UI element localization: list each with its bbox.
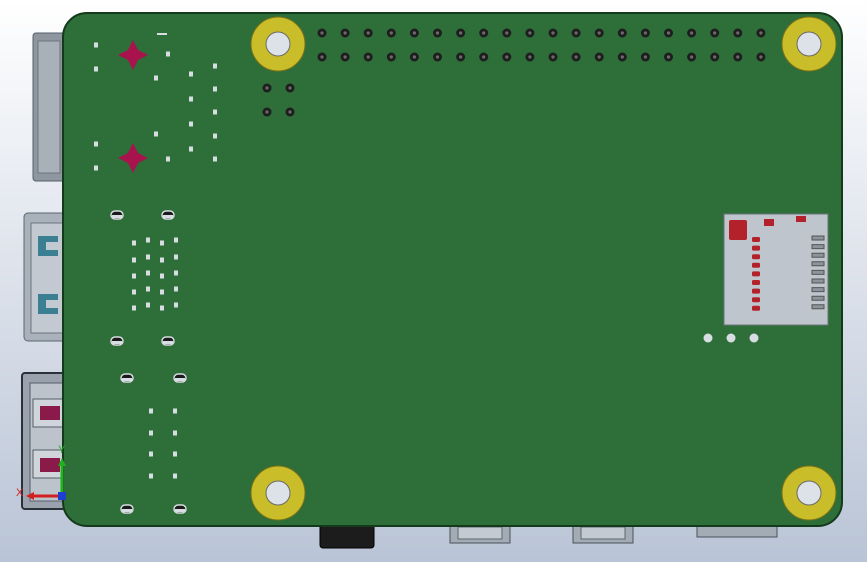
smd-pad xyxy=(94,165,98,171)
smd-pad xyxy=(174,254,178,260)
smd-pad xyxy=(160,240,164,246)
smd-pad xyxy=(94,66,98,72)
smd-pad xyxy=(189,96,193,102)
coordinate-triad: X Y xyxy=(16,444,66,500)
smd-pad xyxy=(132,257,136,263)
smd-pad xyxy=(173,430,177,436)
left-connectors xyxy=(21,32,67,510)
sd-contact xyxy=(752,237,760,242)
smd-pad xyxy=(160,305,164,311)
smd-pad xyxy=(213,133,217,139)
smd-pad xyxy=(166,51,170,57)
ethernet-insert-upper xyxy=(40,406,60,420)
mounting-holes xyxy=(250,16,837,521)
sd-card-slot xyxy=(723,213,829,326)
pcb-board xyxy=(62,12,843,527)
smd-pad xyxy=(154,75,158,81)
sd-contact xyxy=(752,280,760,285)
smd-pad xyxy=(149,430,153,436)
sd-contact xyxy=(752,271,760,277)
ethernet-insert-lower xyxy=(40,458,60,472)
smd-pad xyxy=(213,156,217,162)
smd-pad xyxy=(213,86,217,92)
sd-contact xyxy=(752,297,760,303)
smd-pad xyxy=(160,289,164,295)
smd-pad xyxy=(160,257,164,263)
smd-pad xyxy=(174,302,178,308)
smd-pad xyxy=(94,42,98,48)
triad-y-label: Y xyxy=(58,444,66,456)
smd-pad xyxy=(149,408,153,414)
smd-pad xyxy=(132,305,136,311)
small-header xyxy=(262,83,295,117)
smd-pad xyxy=(173,451,177,457)
smd-pad xyxy=(174,286,178,292)
smd-pad xyxy=(149,451,153,457)
star-pad-lower xyxy=(118,143,148,173)
test-points xyxy=(703,333,759,343)
sd-contact xyxy=(752,262,760,268)
smd-pad xyxy=(160,273,164,279)
smd-pad xyxy=(174,270,178,276)
smd-pads xyxy=(94,33,217,514)
gpio-header xyxy=(317,28,766,62)
smd-pad xyxy=(174,237,178,243)
smd-pad xyxy=(166,156,170,162)
triad-z-axis xyxy=(58,492,66,500)
smd-pad xyxy=(213,109,217,115)
usb-insert-upper xyxy=(38,236,58,256)
sd-contact xyxy=(752,288,760,294)
sd-contact xyxy=(752,305,760,311)
usb-insert-lower xyxy=(38,294,58,314)
smd-pad xyxy=(173,408,177,414)
sd-contact xyxy=(752,254,760,260)
smd-pad xyxy=(132,240,136,246)
star-pads xyxy=(118,40,148,173)
smd-pad xyxy=(149,473,153,479)
sd-contact xyxy=(752,245,760,251)
star-pad-upper xyxy=(118,40,148,70)
smd-pad xyxy=(94,141,98,147)
smd-pad xyxy=(154,131,158,137)
triad-x-label: X xyxy=(16,487,24,499)
smd-pad xyxy=(146,302,150,308)
smd-pad xyxy=(146,286,150,292)
smd-pad xyxy=(132,273,136,279)
smd-pad xyxy=(146,270,150,276)
smd-pad xyxy=(189,71,193,77)
smd-pad xyxy=(132,289,136,295)
smd-pad xyxy=(189,146,193,152)
smd-pad xyxy=(189,121,193,127)
smd-pad xyxy=(146,254,150,260)
smd-pad xyxy=(146,237,150,243)
smd-pad xyxy=(213,63,217,69)
smd-pad xyxy=(173,473,177,479)
